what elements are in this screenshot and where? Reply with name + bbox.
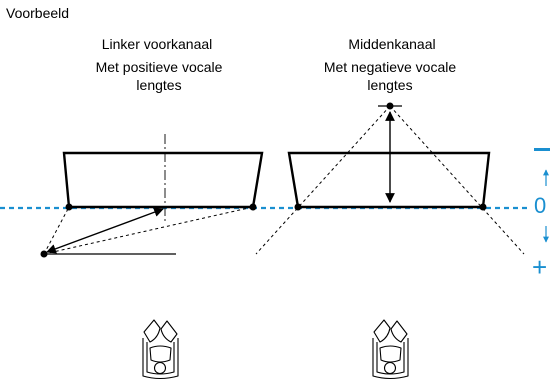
left-listening-point — [40, 250, 48, 258]
left-panel-subtitle-line2: lengtes — [136, 77, 182, 93]
diagram-heading: Voorbeeld — [6, 5, 70, 21]
scale-plus-label: + — [532, 252, 548, 282]
center-top-point — [386, 102, 394, 110]
left-point-a — [65, 203, 73, 211]
left-point-b — [249, 203, 257, 211]
left-panel-subtitle-line1: Met positieve vocale — [95, 59, 223, 75]
left-dashed-guide-1 — [43, 206, 70, 255]
left-speaker-diagram — [40, 134, 264, 258]
center-panel-subtitle-line2: lengtes — [367, 77, 413, 93]
center-speaker-diagram — [255, 102, 525, 255]
center-point-a — [294, 203, 302, 211]
listener-icon — [142, 319, 179, 380]
scale-minus-mark — [534, 148, 550, 151]
center-panel-title: Middenkanaal — [348, 36, 436, 52]
center-speaker-cabinet — [287, 151, 491, 208]
center-panel-subtitle-line1: Met negatieve vocale — [323, 59, 457, 75]
center-dashed-guide-1 — [255, 105, 391, 255]
scale-zero-label: 0 — [534, 193, 547, 218]
left-speaker-cabinet — [62, 151, 264, 208]
center-point-b — [479, 203, 487, 211]
distance-scale: − 0 + — [532, 148, 553, 282]
left-distance-arrow — [46, 207, 164, 254]
listener-icon — [372, 319, 409, 380]
left-panel-title: Linker voorkanaal — [101, 36, 213, 52]
center-dashed-guide-2 — [389, 105, 525, 255]
